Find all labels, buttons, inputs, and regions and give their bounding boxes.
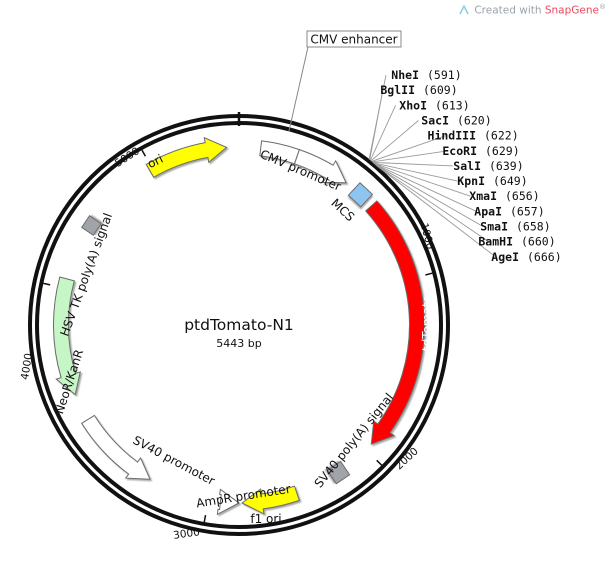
feature-sv40-polya <box>326 460 351 485</box>
tick-label: 3000 <box>173 526 201 542</box>
snapgene-logo-icon <box>459 4 470 14</box>
site-name: BglII <box>380 83 415 97</box>
site-name: XhoI <box>399 98 427 112</box>
tick-mark <box>203 514 207 523</box>
site-name: KpnI <box>457 174 485 188</box>
site-name: SacI <box>421 113 449 127</box>
site-position: (658) <box>516 220 551 234</box>
feature-ori <box>145 136 228 178</box>
tick-mark <box>141 149 147 157</box>
site-name: EcoRI <box>442 144 477 158</box>
site-position: (656) <box>505 189 540 203</box>
site-position: (666) <box>527 250 562 264</box>
site-leader <box>375 164 490 243</box>
site-leader <box>373 162 471 197</box>
feature-ampr-promoter <box>216 488 240 516</box>
site-position: (622) <box>484 129 519 143</box>
site-name: SmaI <box>480 220 508 234</box>
watermark-prefix: Created with <box>474 4 542 17</box>
site-name: XmaI <box>469 189 497 203</box>
site-position: (591) <box>427 68 462 82</box>
features <box>52 136 425 516</box>
feature-hsv-tk-polya <box>80 215 102 236</box>
site-position: (660) <box>521 235 556 249</box>
feature-sv40-promoter <box>81 414 151 480</box>
site-leader <box>373 162 458 182</box>
plasmid-size: 5443 bp <box>216 337 261 350</box>
site-position: (613) <box>435 98 470 112</box>
feature-label-mcs: MCS <box>328 196 357 224</box>
site-leader <box>371 135 447 162</box>
cmv-enhancer-leader <box>288 46 309 132</box>
site-name: HindIII <box>428 129 476 143</box>
site-leader <box>376 165 496 258</box>
tick-mark <box>425 272 433 276</box>
watermark-mark: ® <box>599 3 606 11</box>
feature-mcs <box>347 182 374 208</box>
feature-neor-kanr <box>52 276 81 396</box>
site-leader <box>374 164 484 227</box>
cmv-enhancer-label-box <box>306 30 402 48</box>
plasmid-name: ptdTomato-N1 <box>184 316 294 334</box>
tick-label: 4000 <box>19 352 35 380</box>
site-leader <box>372 150 449 163</box>
site-leader <box>369 105 397 161</box>
feature-label-f1-ori: f1 ori <box>250 512 281 526</box>
tick-mark <box>43 282 51 286</box>
site-leader <box>372 161 453 167</box>
restriction-site-leaders <box>368 74 496 258</box>
watermark: Created with SnapGene® <box>459 3 606 17</box>
site-position: (620) <box>457 113 492 127</box>
feature-label-cmv-enhancer: CMV enhancer <box>310 33 397 47</box>
site-name: NheI <box>391 68 419 82</box>
site-position: (609) <box>423 83 458 97</box>
site-leader <box>370 120 419 162</box>
site-position: (657) <box>510 204 545 218</box>
watermark-brand: SnapGene <box>544 4 599 17</box>
site-name: SalI <box>453 159 481 173</box>
feature-tdtomato <box>364 200 425 445</box>
site-leader <box>369 90 384 160</box>
site-leader <box>374 163 477 212</box>
site-position: (629) <box>485 144 520 158</box>
site-name: ApaI <box>474 204 502 218</box>
site-position: (639) <box>489 159 524 173</box>
feature-label-tdtomato: tdTomato <box>420 295 434 351</box>
feature-label-sv40-promoter: SV40 promoter <box>131 433 218 488</box>
site-position: (649) <box>493 174 528 188</box>
site-name: BamHI <box>478 235 513 249</box>
feature-label-ori: ori <box>145 152 165 171</box>
restriction-site-labels: NheI (591) BglII (609)XhoI (613)SacI (620) Hin… <box>380 68 561 264</box>
site-name: AgeI <box>491 250 519 264</box>
feature-cmv-promoter <box>293 148 347 184</box>
feature-f1-ori <box>241 485 301 515</box>
tick-mark <box>376 459 383 466</box>
